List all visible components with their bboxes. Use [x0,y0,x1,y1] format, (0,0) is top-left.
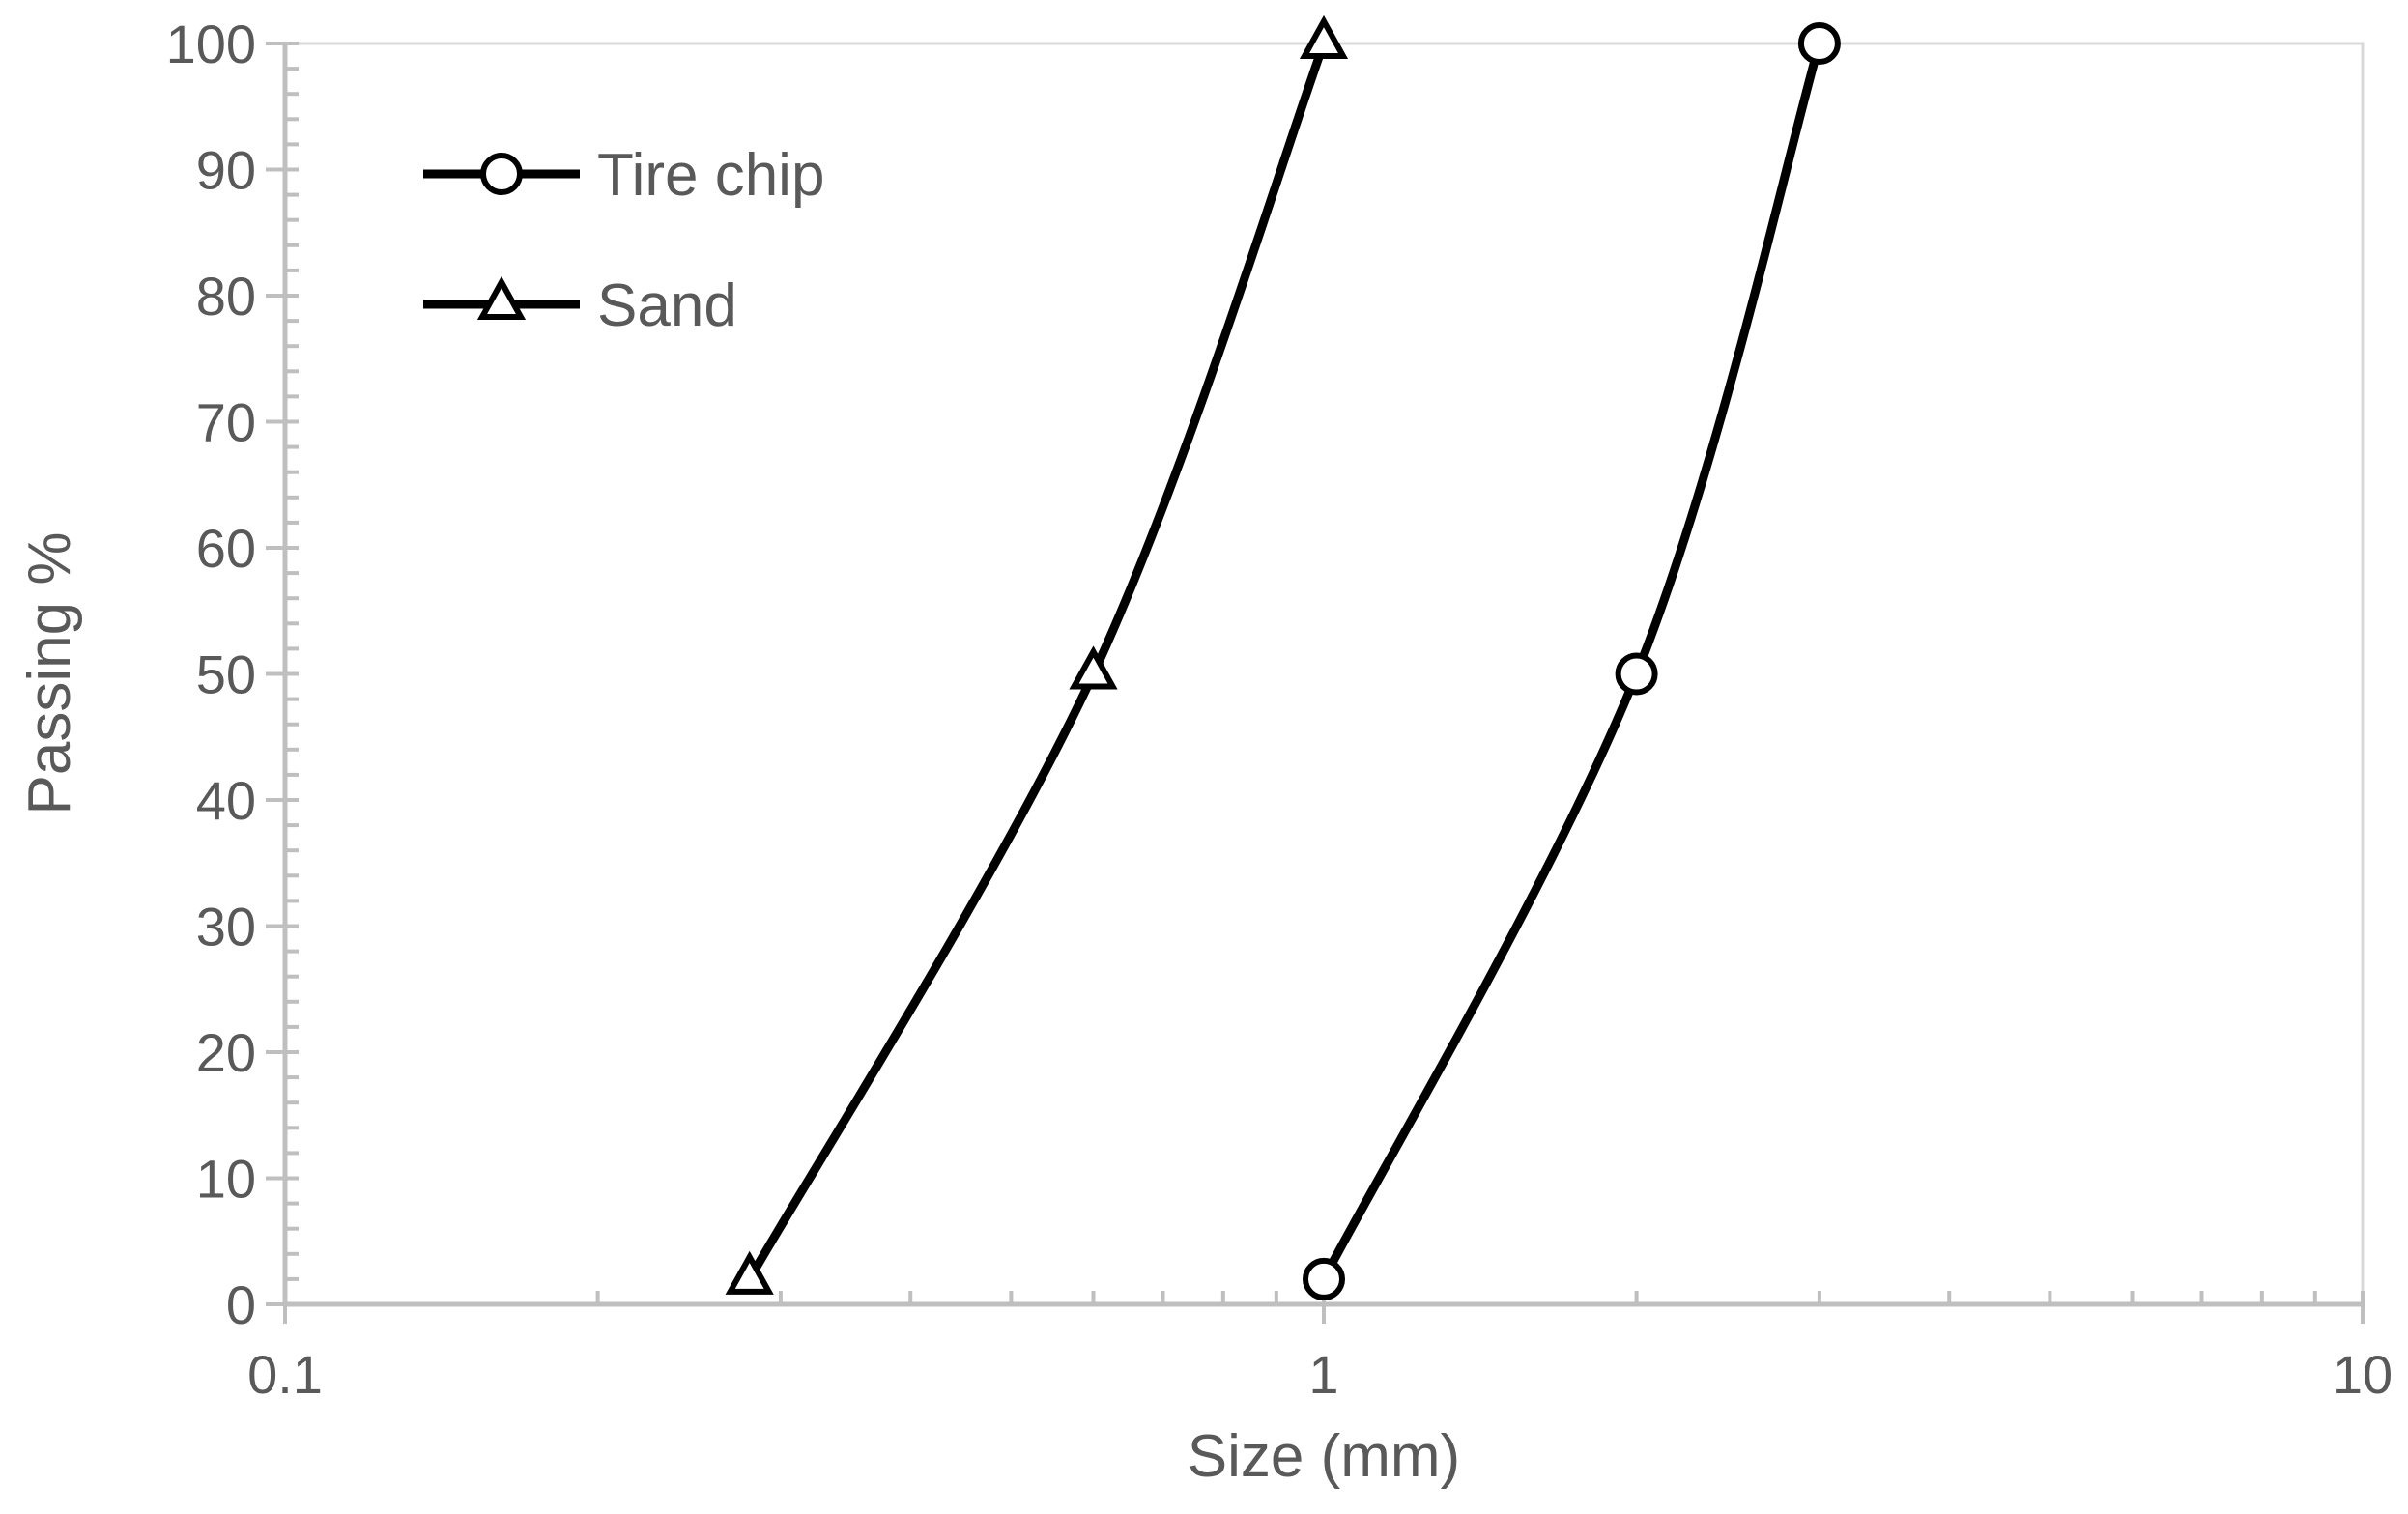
data-point-tire-chip [1303,1257,1345,1300]
x-tick-label: 0.1 [247,1344,323,1405]
series-line-sand [745,39,1329,1284]
series-tire-chip [1303,22,1841,1300]
x-tick-label: 1 [1308,1344,1338,1405]
x-tick-label: 10 [2333,1344,2393,1405]
y-tick-label: 10 [196,1149,256,1210]
y-tick-label: 20 [196,1022,256,1083]
legend-item-tire-chip: Tire chip [423,142,824,209]
series-line-tire-chip [1319,39,1824,1284]
data-point-sand [1299,14,1349,59]
axes: 0 10 20 30 40 50 60 70 80 90 100 0.1 1 10 [166,14,2394,1405]
data-point-sand [1069,645,1118,690]
data-point-sand [725,1250,774,1295]
plot-area [283,42,2365,1306]
legend-item-sand: Sand [423,272,737,339]
circle-marker-icon [480,153,523,195]
x-axis-title: Size (mm) [1188,1423,1460,1490]
data-point-tire-chip [1797,22,1841,65]
legend: Tire chip Sand [423,142,824,339]
legend-label-sand: Sand [597,272,737,339]
y-tick-label: 100 [166,14,256,74]
y-tick-label: 90 [196,140,256,201]
triangle-marker-icon [476,275,527,320]
series-sand [725,14,1349,1295]
y-axis-title: Passing % [16,532,83,815]
y-tick-label: 70 [196,392,256,453]
y-tick-label: 30 [196,897,256,957]
y-tick-label: 80 [196,266,256,327]
data-point-tire-chip [1615,652,1658,696]
series-layer [725,14,1841,1300]
y-tick-label: 60 [196,518,256,579]
y-tick-label: 50 [196,644,256,705]
legend-label-tire-chip: Tire chip [597,142,824,209]
y-tick-label: 40 [196,770,256,831]
y-tick-label: 0 [226,1274,256,1335]
